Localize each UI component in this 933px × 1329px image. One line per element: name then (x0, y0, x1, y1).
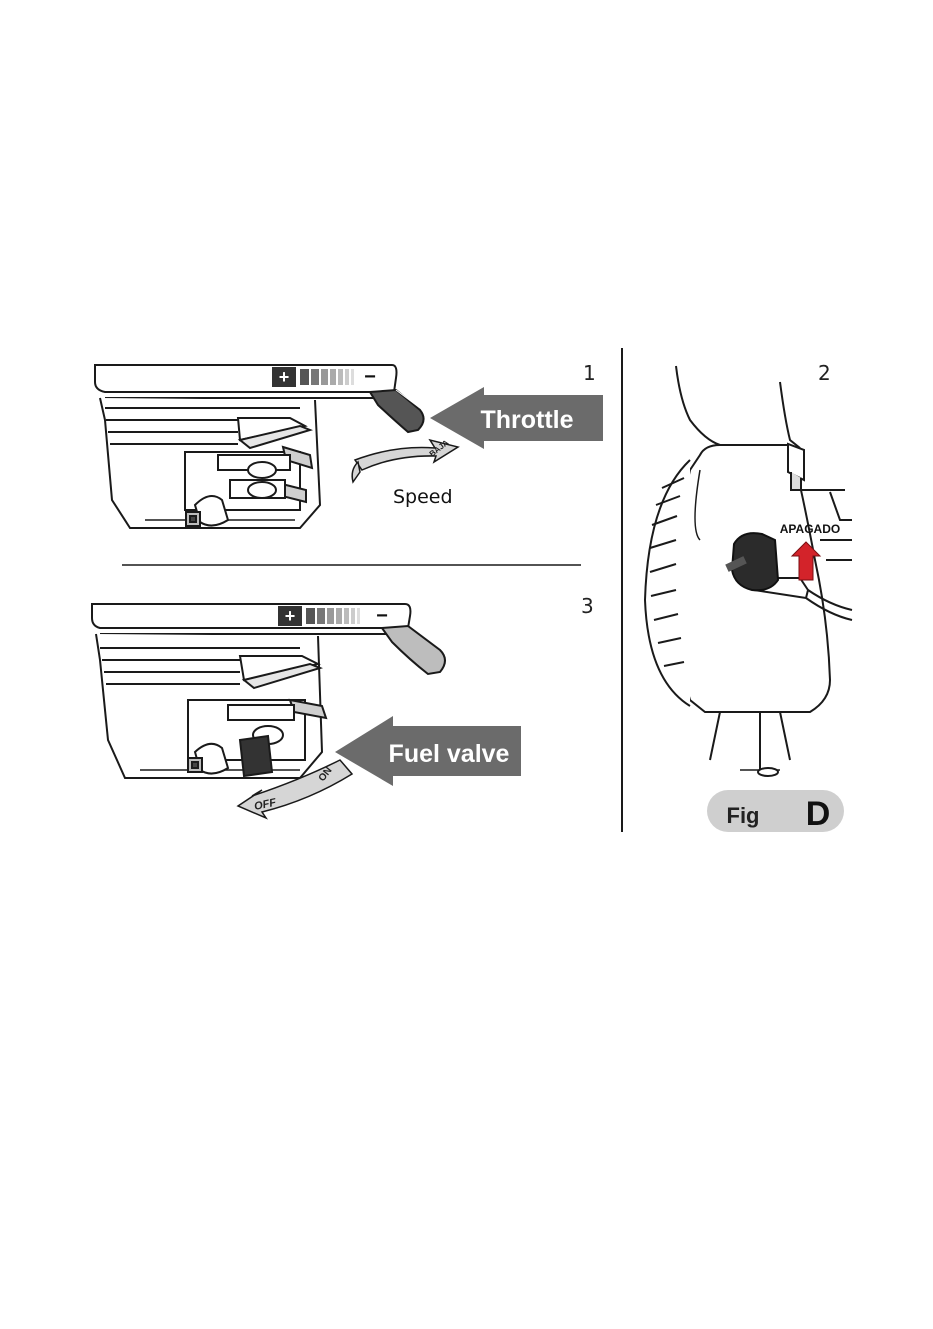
scale-plus-sign-3: + (285, 606, 296, 626)
apagado-label: APAGADO (780, 522, 840, 536)
speed-dial-arrow: BAJA (352, 438, 458, 482)
scale-minus-sign: − (364, 366, 376, 388)
fuel-valve-arrow: Fuel valve (335, 716, 521, 786)
panel-1-number: 1 (583, 361, 596, 385)
figure-prefix: Fig (727, 803, 760, 828)
scale-plus-sign: + (279, 367, 290, 387)
panel-3-number: 3 (581, 594, 594, 618)
throttle-arrow: Throttle (430, 387, 603, 449)
speed-caption: Speed (393, 486, 453, 508)
panel-1-throttle (95, 365, 424, 528)
figure-badge: Fig D (707, 790, 844, 833)
panel-2-number: 2 (818, 361, 831, 385)
fuel-valve-label: Fuel valve (389, 740, 510, 768)
throttle-label: Throttle (480, 406, 573, 434)
scale-minus-sign-3: − (376, 605, 388, 627)
figure-letter: D (806, 795, 831, 833)
